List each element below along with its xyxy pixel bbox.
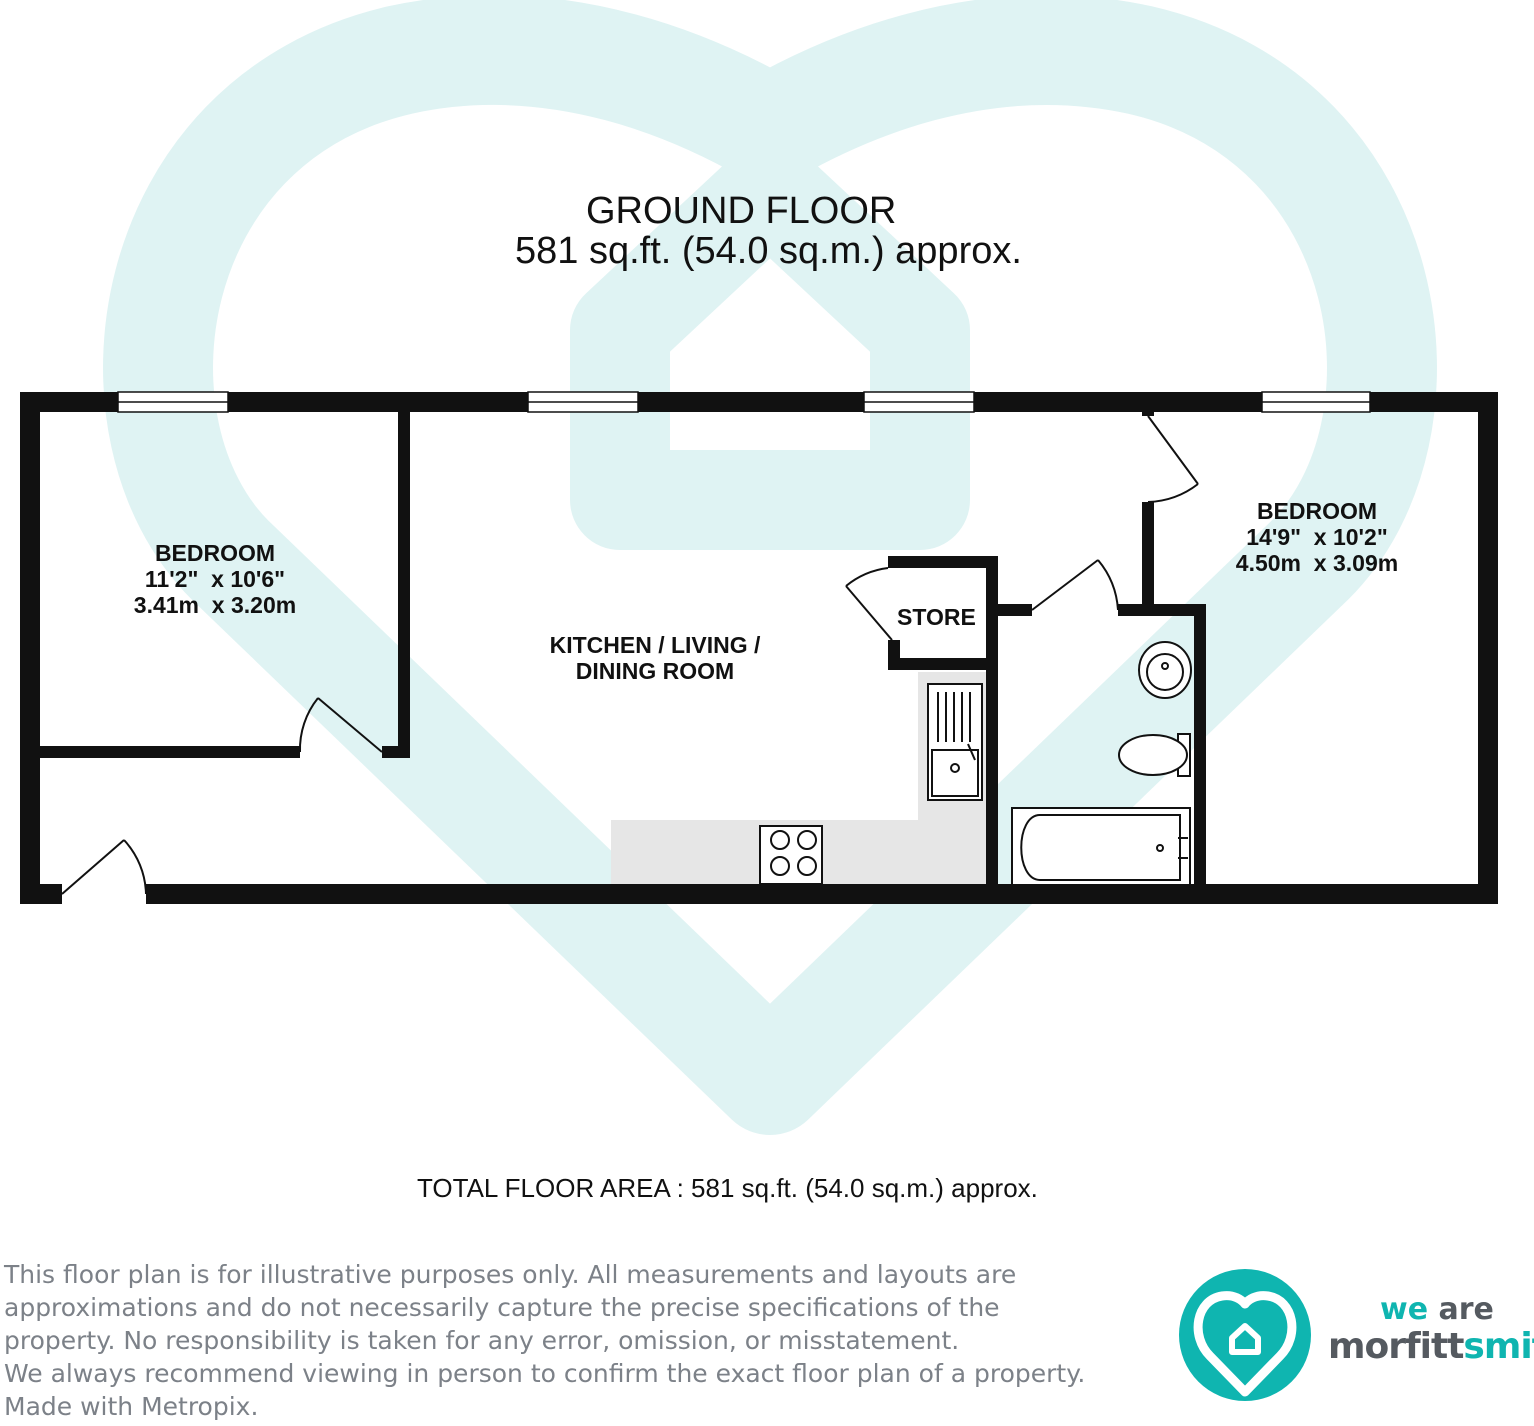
disclaimer-line: property. No responsibility is taken for… bbox=[4, 1326, 960, 1355]
window-bedroom2 bbox=[1261, 391, 1371, 413]
windows bbox=[117, 391, 1371, 413]
room-label-bedroom-2: BEDROOM 14'9" x 10'2" 4.50m x 3.09m bbox=[1192, 498, 1442, 576]
disclaimer-line: Made with Metropix. bbox=[4, 1392, 259, 1421]
logo-heart-house-icon bbox=[1179, 1269, 1311, 1401]
room-name: BEDROOM bbox=[1256, 498, 1378, 524]
brand-logo: we are morfittsmith bbox=[1180, 1264, 1534, 1404]
door-bedroom1 bbox=[298, 697, 383, 753]
bath-icon bbox=[1011, 807, 1191, 889]
room-name: BEDROOM bbox=[154, 540, 276, 566]
room-label-kitchen: KITCHEN / LIVING / DINING ROOM bbox=[510, 632, 800, 684]
watermark-heart-icon bbox=[103, 0, 1437, 1135]
floor-area: 581 sq.ft. (54.0 sq.m.) approx. bbox=[515, 230, 1022, 272]
brand-name-part2: smith bbox=[1463, 1326, 1534, 1367]
disclaimer-line: approximations and do not necessarily ca… bbox=[4, 1293, 1000, 1322]
room-dimensions-metric: 4.50m x 3.09m bbox=[1235, 550, 1399, 576]
total-floor-area: TOTAL FLOOR AREA : 581 sq.ft. (54.0 sq.m… bbox=[417, 1173, 1038, 1203]
room-label-bedroom-1: BEDROOM 11'2" x 10'6" 3.41m x 3.20m bbox=[90, 540, 340, 618]
room-dimensions-imperial: 14'9" x 10'2" bbox=[1246, 524, 1388, 550]
disclaimer-line: This floor plan is for illustrative purp… bbox=[4, 1260, 1017, 1289]
window-bedroom1 bbox=[117, 391, 229, 413]
brand-we: we bbox=[1380, 1292, 1429, 1327]
door-bedroom2 bbox=[1147, 415, 1199, 503]
window-kitchen-1 bbox=[527, 391, 639, 413]
window-kitchen-2 bbox=[863, 391, 975, 413]
brand-tagline: we are bbox=[1380, 1292, 1494, 1327]
room-name: STORE bbox=[897, 604, 976, 630]
door-entrance bbox=[61, 839, 147, 895]
door-bathroom bbox=[1031, 559, 1119, 611]
basin-icon bbox=[1138, 641, 1192, 699]
brand-name-part1: morfitt bbox=[1328, 1326, 1464, 1367]
sink-icon bbox=[927, 683, 983, 801]
room-dimensions-imperial: 11'2" x 10'6" bbox=[144, 566, 286, 592]
toilet-icon bbox=[1118, 733, 1191, 777]
room-dimensions-metric: 3.41m x 3.20m bbox=[133, 592, 297, 618]
brand-are: are bbox=[1438, 1292, 1494, 1327]
room-label-store: STORE bbox=[897, 604, 987, 630]
walls bbox=[20, 392, 1498, 904]
door-store bbox=[845, 567, 893, 641]
hob-icon bbox=[759, 825, 823, 885]
floor-title: GROUND FLOOR bbox=[586, 190, 897, 232]
disclaimer: This floor plan is for illustrative purp… bbox=[4, 1258, 1086, 1423]
brand-name: morfittsmith bbox=[1328, 1326, 1534, 1367]
doors bbox=[61, 415, 1199, 895]
room-name-line1: KITCHEN / LIVING / bbox=[549, 632, 761, 658]
room-name-line2: DINING ROOM bbox=[575, 658, 735, 684]
disclaimer-line: We always recommend viewing in person to… bbox=[4, 1359, 1086, 1388]
